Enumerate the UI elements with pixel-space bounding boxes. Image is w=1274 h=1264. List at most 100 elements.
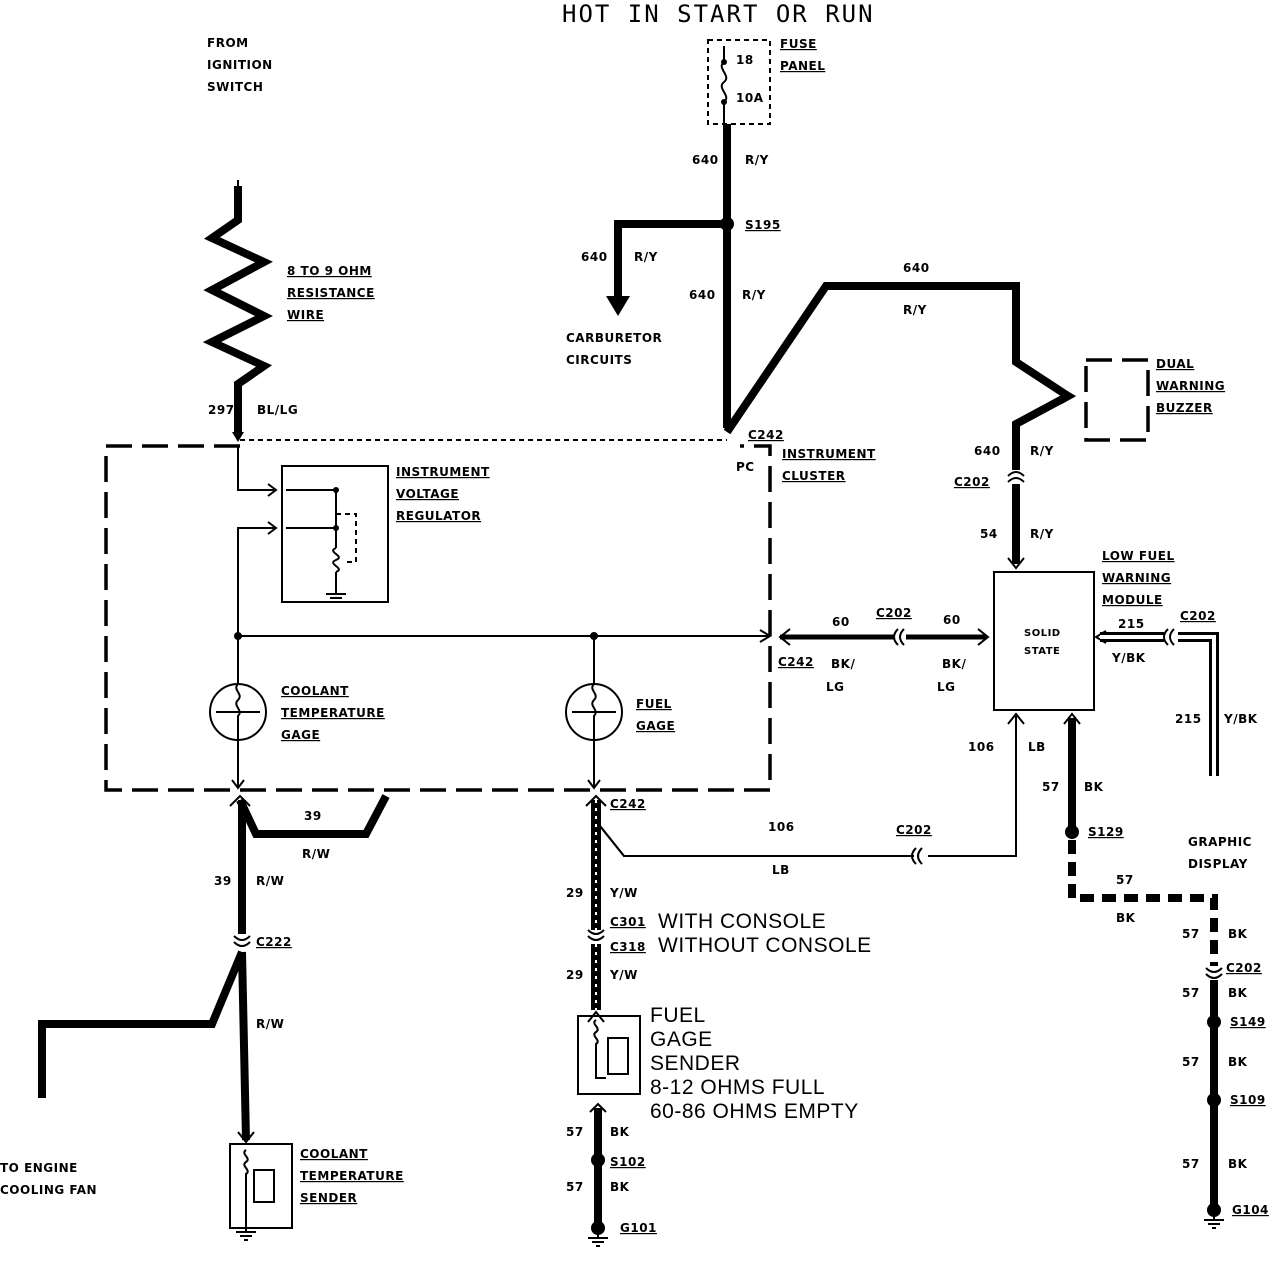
- wire-29-color: Y/W: [609, 886, 638, 900]
- wire-57-color: BK: [1116, 911, 1136, 925]
- svg-text:8-12 OHMS FULL: 8-12 OHMS FULL: [650, 1076, 825, 1099]
- voltage-regulator-label: INSTRUMENT VOLTAGE REGULATOR: [396, 465, 490, 523]
- svg-text:FROM: FROM: [207, 36, 249, 50]
- wire-54: [1007, 471, 1025, 570]
- wire-60: [778, 628, 990, 646]
- wire-57-fuel-ground: [588, 1102, 608, 1247]
- svg-text:GAGE: GAGE: [636, 719, 675, 733]
- splice-s149: S149: [1230, 1015, 1266, 1029]
- wire-106-color: LB: [772, 863, 790, 877]
- fuel-gage-sender: [577, 1010, 641, 1095]
- svg-text:60-86 OHMS EMPTY: 60-86 OHMS EMPTY: [650, 1100, 859, 1123]
- wire-29-code: 29: [566, 886, 584, 900]
- wire-29-color: Y/W: [609, 968, 638, 982]
- wire-29: [585, 794, 607, 1010]
- low-fuel-warning-module-label: LOW FUEL WARNING MODULE: [1102, 549, 1175, 607]
- connector-c301: C301: [610, 915, 646, 929]
- wire-106: [599, 712, 1025, 865]
- instrument-cluster-label: INSTRUMENT CLUSTER: [782, 447, 876, 483]
- fuel-gage: [565, 683, 623, 742]
- ground-g104: G104: [1232, 1203, 1269, 1217]
- connector-c242: C242: [610, 797, 646, 811]
- with-console-note: WITH CONSOLE: [658, 910, 826, 933]
- wire-215-color: Y/BK: [1223, 712, 1258, 726]
- diagram-title: HOT IN START OR RUN: [562, 0, 875, 28]
- carburetor-circuits-label: CARBURETOR CIRCUITS: [566, 331, 662, 367]
- connector-c202: C202: [954, 475, 990, 489]
- svg-text:RESISTANCE: RESISTANCE: [287, 286, 375, 300]
- dual-warning-buzzer: [1084, 358, 1150, 442]
- svg-text:COOLANT: COOLANT: [300, 1147, 368, 1161]
- fuel-gage-sender-label: FUEL GAGE SENDER 8-12 OHMS FULL 60-86 OH…: [650, 1004, 859, 1123]
- splice-s195: S195: [745, 218, 781, 232]
- svg-text:WARNING: WARNING: [1156, 379, 1225, 393]
- wire-640-code: 640: [689, 288, 716, 302]
- wire-640-code: 640: [692, 153, 719, 167]
- svg-text:BUZZER: BUZZER: [1156, 401, 1213, 415]
- svg-text:DISPLAY: DISPLAY: [1188, 857, 1248, 871]
- wire-60-code: 60: [943, 613, 961, 627]
- svg-text:CLUSTER: CLUSTER: [782, 469, 846, 483]
- cluster-internal-wiring: [231, 446, 772, 790]
- wire-57-code: 57: [566, 1180, 584, 1194]
- wire-640-main: [606, 124, 1076, 470]
- svg-text:TEMPERATURE: TEMPERATURE: [281, 706, 385, 720]
- wire-57-color: BK: [610, 1180, 630, 1194]
- svg-text:COOLANT: COOLANT: [281, 684, 349, 698]
- wire-60-color: LG: [937, 680, 956, 694]
- connector-c202: C202: [1226, 961, 1262, 975]
- wire-39: [38, 794, 390, 1144]
- svg-text:PANEL: PANEL: [780, 59, 825, 73]
- wire-54-code: 54: [980, 527, 998, 541]
- wire-215: [1094, 628, 1219, 776]
- wire-57-code: 57: [1182, 1055, 1200, 1069]
- fuse-panel-label: FUSE PANEL: [780, 37, 825, 73]
- coolant-temperature-gage: [209, 683, 267, 742]
- wire-57-color: BK: [1228, 1055, 1248, 1069]
- coolant-temperature-gage-label: COOLANT TEMPERATURE GAGE: [281, 684, 385, 742]
- svg-text:CIRCUITS: CIRCUITS: [566, 353, 632, 367]
- svg-text:WIRE: WIRE: [287, 308, 324, 322]
- connector-c202: C202: [1180, 609, 1216, 623]
- wire-106-color: LB: [1028, 740, 1046, 754]
- svg-text:COOLING FAN: COOLING FAN: [0, 1183, 97, 1197]
- connector-c318: C318: [610, 940, 646, 954]
- wire-640-color: R/Y: [745, 153, 769, 167]
- connector-c242: C242: [748, 428, 784, 442]
- ground-g101: G101: [620, 1221, 657, 1235]
- wire-57-code: 57: [1116, 873, 1134, 887]
- fuse-rating: 10A: [736, 91, 764, 105]
- resistance-wire-label: 8 TO 9 OHM RESISTANCE WIRE: [287, 264, 375, 322]
- svg-text:8 TO 9 OHM: 8 TO 9 OHM: [287, 264, 372, 278]
- without-console-note: WITHOUT CONSOLE: [658, 934, 872, 957]
- splice-s195-dot: [720, 217, 734, 231]
- svg-text:DUAL: DUAL: [1156, 357, 1194, 371]
- wire-640-color: R/Y: [903, 303, 927, 317]
- svg-text:LOW FUEL: LOW FUEL: [1102, 549, 1175, 563]
- wire-60-color: BK/: [942, 657, 966, 671]
- voltage-regulator: [281, 465, 389, 603]
- wire-57-color: BK: [1228, 986, 1248, 1000]
- svg-text:INSTRUMENT: INSTRUMENT: [396, 465, 490, 479]
- svg-text:TEMPERATURE: TEMPERATURE: [300, 1169, 404, 1183]
- svg-text:FUSE: FUSE: [780, 37, 817, 51]
- wire-39-color: R/W: [302, 847, 330, 861]
- connector-c202: C202: [896, 823, 932, 837]
- fuel-gage-label: FUEL GAGE: [636, 697, 675, 733]
- wire-640-color: R/Y: [742, 288, 766, 302]
- pc-label: PC: [736, 460, 755, 474]
- svg-text:GRAPHIC: GRAPHIC: [1188, 835, 1252, 849]
- wire-106-code: 106: [768, 820, 795, 834]
- fuse-number: 18: [736, 53, 754, 67]
- wire-297-color: BL/LG: [257, 403, 298, 417]
- dual-warning-buzzer-label: DUAL WARNING BUZZER: [1156, 357, 1225, 415]
- svg-text:CARBURETOR: CARBURETOR: [566, 331, 662, 345]
- svg-text:FUEL: FUEL: [650, 1004, 706, 1027]
- coolant-temperature-sender-label: COOLANT TEMPERATURE SENDER: [300, 1147, 404, 1205]
- wire-215-code: 215: [1175, 712, 1202, 726]
- svg-text:WARNING: WARNING: [1102, 571, 1171, 585]
- wire-57-code: 57: [1182, 1157, 1200, 1171]
- svg-text:INSTRUMENT: INSTRUMENT: [782, 447, 876, 461]
- connector-c242: C242: [778, 655, 814, 669]
